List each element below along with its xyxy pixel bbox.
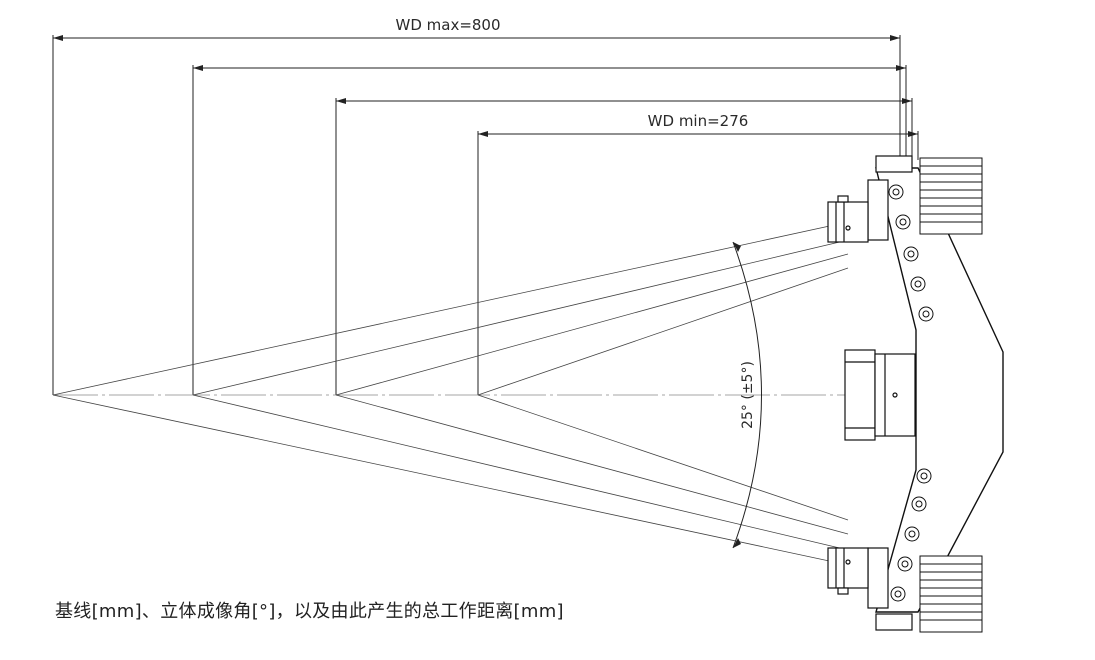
convergence-rays xyxy=(52,221,849,566)
bottom-camera-lens xyxy=(827,547,869,595)
lower-mounting-screws xyxy=(890,468,932,602)
center-projector-lens xyxy=(844,349,916,441)
dimension-arrowheads xyxy=(53,35,918,137)
upper-mounting-screws xyxy=(888,184,934,322)
wd-max-label: WD max=800 xyxy=(395,16,500,34)
stereo-angle-arc xyxy=(732,241,762,549)
bottom-camera-mount xyxy=(867,547,913,631)
stereo-angle-label: 25° (±5°) xyxy=(740,361,756,429)
wd-min-label: WD min=276 xyxy=(648,112,749,130)
top-camera-lens xyxy=(827,195,869,243)
wd-dimension-lines xyxy=(52,35,919,395)
diagram-caption: 基线[mm]、立体成像角[°]，以及由此产生的总工作距离[mm] xyxy=(55,601,564,622)
top-heatsink xyxy=(919,157,983,235)
top-camera-mount xyxy=(867,155,913,241)
bottom-heatsink xyxy=(919,555,983,633)
